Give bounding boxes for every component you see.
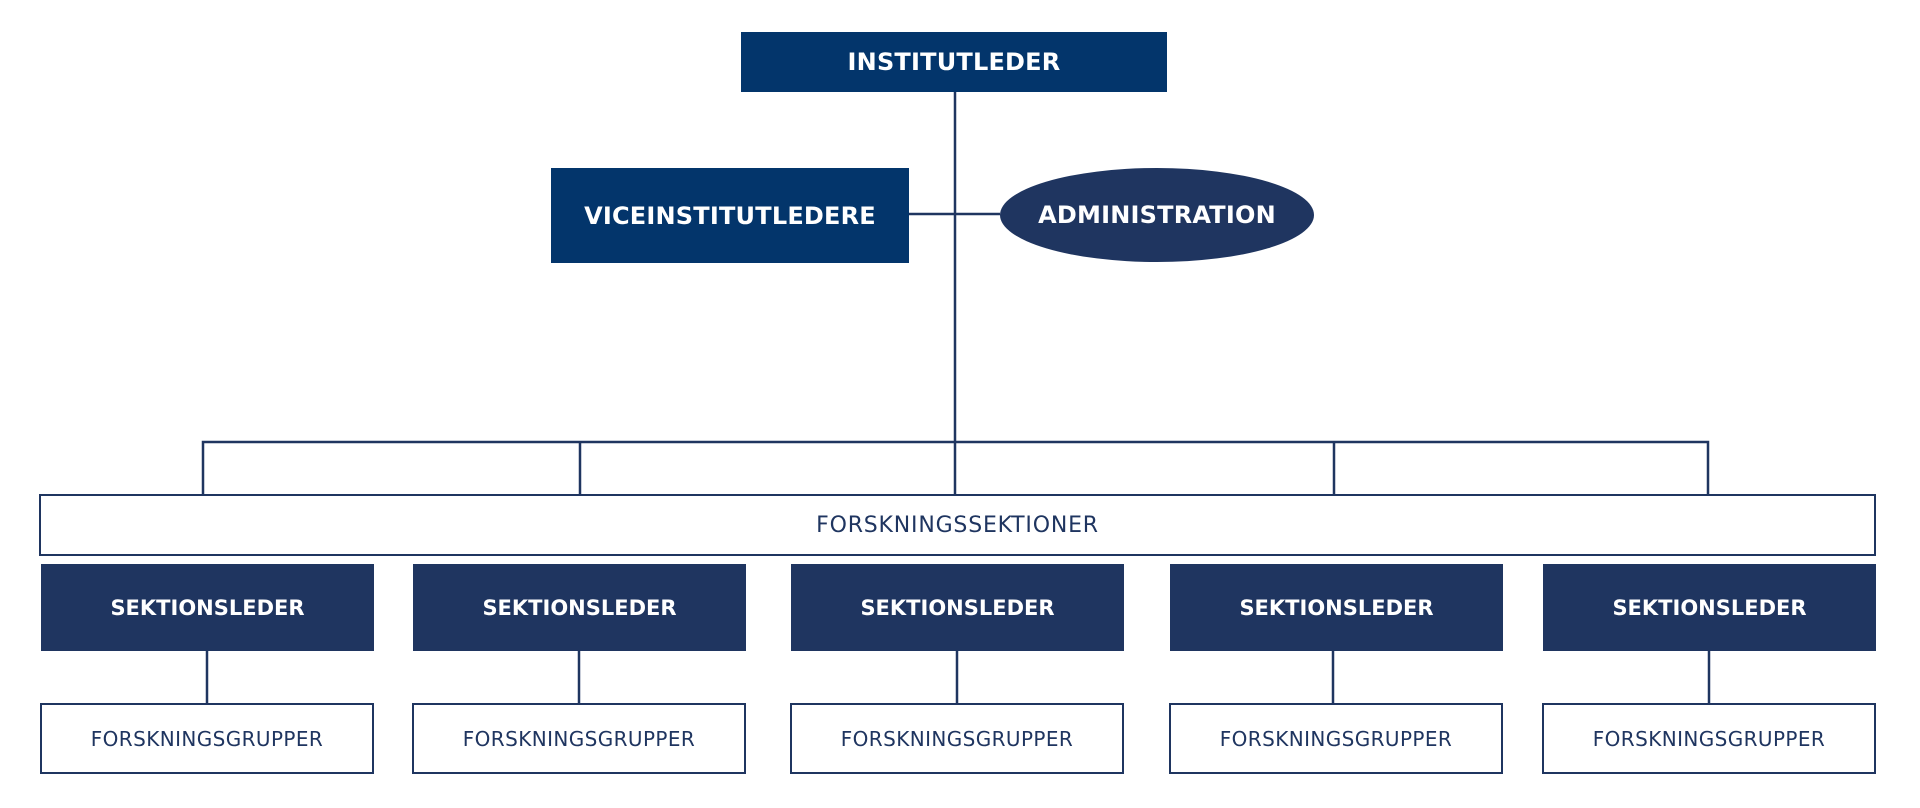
sektionsleder-label: SEKTIONSLEDER <box>860 595 1055 620</box>
section-bracket <box>201 440 1710 496</box>
institutleder-label: INSTITUTLEDER <box>847 48 1061 76</box>
forskningsgrupper-box: FORSKNINGSGRUPPER <box>790 703 1124 774</box>
administration-label: ADMINISTRATION <box>1038 201 1276 229</box>
forskningsgrupper-box: FORSKNINGSGRUPPER <box>412 703 746 774</box>
viceinstitutledere-label: VICEINSTITUTLEDERE <box>584 201 876 230</box>
sektionsleder-box: SEKTIONSLEDER <box>1543 564 1876 651</box>
administration-ellipse: ADMINISTRATION <box>1000 168 1314 262</box>
forskningsgrupper-box: FORSKNINGSGRUPPER <box>1542 703 1876 774</box>
forskningsgrupper-label: FORSKNINGSGRUPPER <box>840 726 1074 751</box>
sektionsleder-label: SEKTIONSLEDER <box>1612 595 1807 620</box>
forskningsgrupper-box: FORSKNINGSGRUPPER <box>1169 703 1503 774</box>
forskningsgrupper-label: FORSKNINGSGRUPPER <box>90 726 324 751</box>
sektionsleder-label: SEKTIONSLEDER <box>1239 595 1434 620</box>
sektionsleder-label: SEKTIONSLEDER <box>482 595 677 620</box>
forskningsgrupper-label: FORSKNINGSGRUPPER <box>1219 726 1453 751</box>
sektionsleder-box: SEKTIONSLEDER <box>791 564 1124 651</box>
sektionsleder-label: SEKTIONSLEDER <box>110 595 305 620</box>
forskningsgrupper-label: FORSKNINGSGRUPPER <box>462 726 696 751</box>
sektionsleder-box: SEKTIONSLEDER <box>413 564 746 651</box>
sektionsleder-box: SEKTIONSLEDER <box>41 564 374 651</box>
sektionsleder-box: SEKTIONSLEDER <box>1170 564 1503 651</box>
viceinstitutledere-box: VICEINSTITUTLEDERE <box>551 168 909 263</box>
forskningsgrupper-box: FORSKNINGSGRUPPER <box>40 703 374 774</box>
forskningsgrupper-label: FORSKNINGSGRUPPER <box>1592 726 1826 751</box>
institutleder-box: INSTITUTLEDER <box>741 32 1167 92</box>
forskningssektioner-bar: FORSKNINGSSEKTIONER <box>39 494 1876 556</box>
forskningssektioner-label: FORSKNINGSSEKTIONER <box>816 512 1099 538</box>
